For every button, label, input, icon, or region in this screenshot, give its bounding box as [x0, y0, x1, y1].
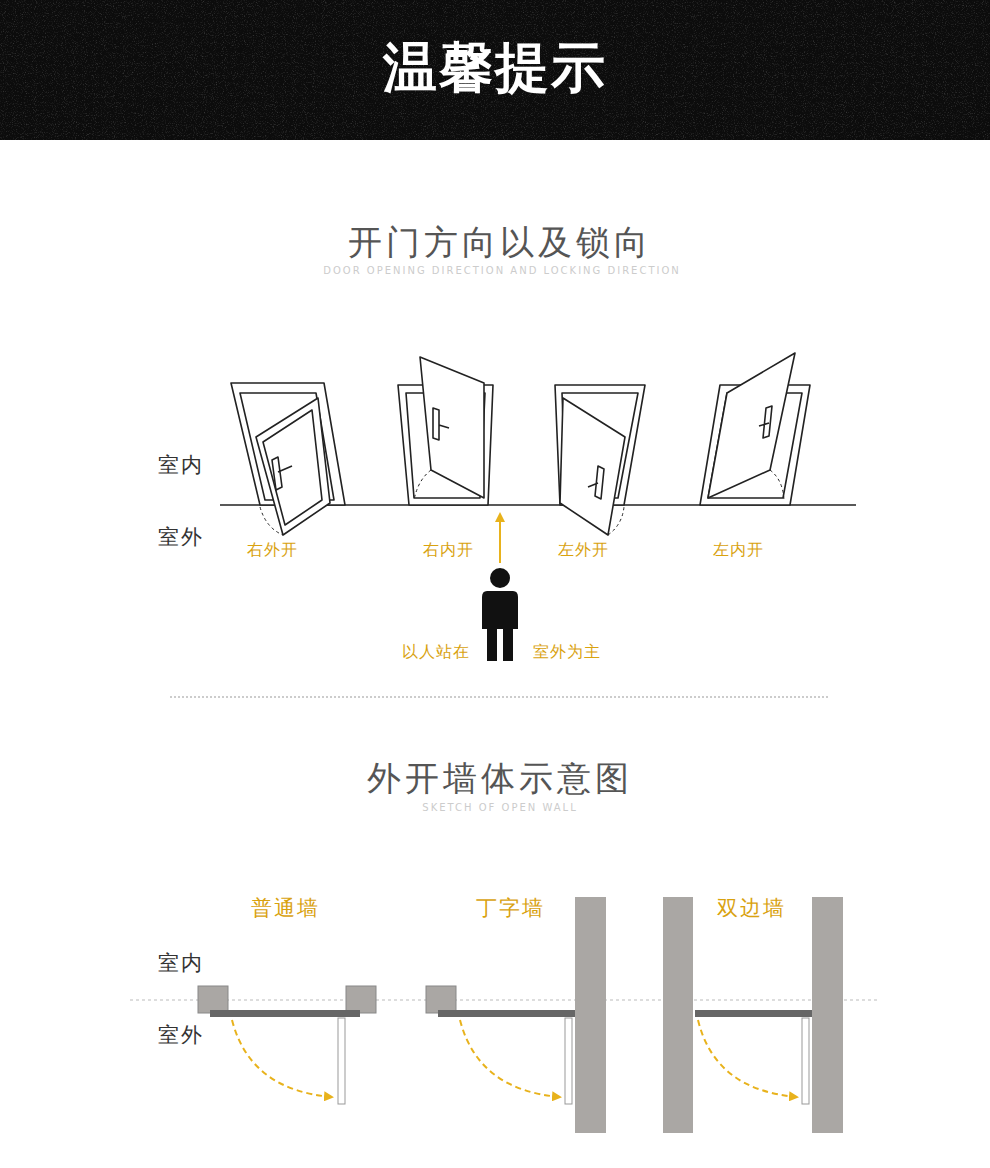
person-head	[490, 568, 510, 588]
door-handle	[588, 466, 604, 499]
wall-block	[663, 897, 693, 1133]
door-handle	[433, 408, 449, 440]
door-leaf	[256, 398, 330, 535]
door-leaf	[708, 353, 795, 498]
section-subtitle: DOOR OPENING DIRECTION AND LOCKING DIREC…	[323, 265, 681, 277]
header-bar	[0, 0, 990, 140]
direction-arrow	[499, 514, 501, 563]
wall-block	[812, 897, 843, 1133]
door-leaf	[565, 1018, 572, 1104]
swing-arc	[608, 507, 624, 535]
wall-type-label: 双边墙	[714, 896, 789, 920]
wall-block	[346, 986, 376, 1013]
person-figure	[482, 514, 518, 661]
swing-arc	[260, 507, 283, 535]
door-leaf	[560, 398, 625, 535]
page-title: 温馨提示	[383, 37, 607, 99]
side-label: 室内	[158, 453, 204, 477]
header-texture	[0, 0, 990, 140]
section-subtitle: SKETCH OF OPEN WALL	[422, 802, 577, 814]
person-body	[482, 591, 518, 661]
door-leaf	[802, 1018, 809, 1104]
door-leaf-edge	[263, 410, 322, 525]
door-leaf	[420, 357, 484, 498]
swing-arrow	[232, 1020, 332, 1097]
side-label: 室外	[158, 525, 204, 549]
door-frame-bar	[695, 1010, 812, 1017]
direction-label: 左内开	[713, 541, 764, 559]
door-frame-bar	[210, 1010, 360, 1017]
direction-label: 左外开	[558, 541, 609, 559]
wall-block	[575, 897, 606, 1133]
section-title: 外开墙体示意图	[367, 759, 633, 798]
door-handle	[272, 457, 292, 490]
wall-type-label: 普通墙	[248, 896, 323, 920]
side-label: 室内	[158, 951, 204, 975]
swing-arc	[770, 470, 784, 500]
separator	[170, 697, 830, 698]
swing-arrow	[460, 1020, 560, 1097]
note-label: 以人站在	[402, 643, 470, 661]
wall-line	[130, 1000, 880, 1001]
swing-arrow	[698, 1020, 797, 1097]
side-label: 室外	[158, 1023, 204, 1047]
doors	[231, 353, 810, 535]
wall-type-label: 丁字墙	[473, 896, 548, 920]
direction-label: 右内开	[423, 541, 474, 559]
swing-arc	[414, 470, 431, 500]
wall-sketches	[198, 897, 843, 1133]
door-frame-bar	[438, 1010, 575, 1017]
wall-block	[426, 986, 456, 1013]
section-title: 开门方向以及锁向	[348, 223, 652, 262]
door-handle	[759, 406, 772, 438]
direction-label: 右外开	[247, 541, 298, 559]
wall-block	[198, 986, 228, 1013]
note-label: 室外为主	[533, 643, 601, 661]
door-leaf	[338, 1018, 345, 1104]
